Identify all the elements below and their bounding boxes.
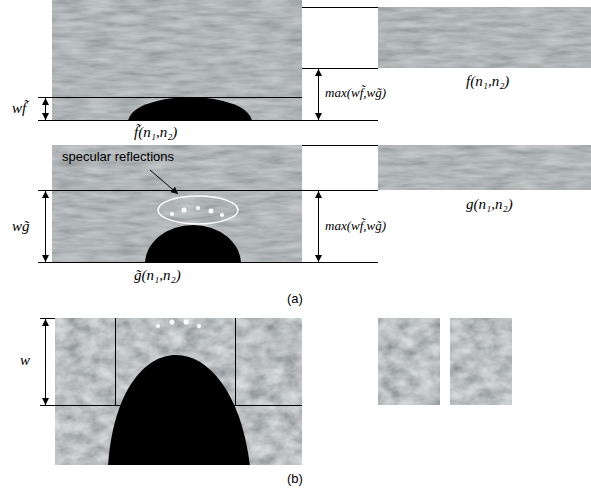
guide-line bbox=[302, 145, 378, 146]
spot bbox=[184, 320, 189, 325]
dimension-label: wf̃ bbox=[12, 100, 26, 117]
block-divider bbox=[115, 318, 116, 405]
fingertip-shape bbox=[145, 225, 241, 262]
finger-image bbox=[55, 318, 302, 466]
specular-spots bbox=[156, 320, 201, 329]
dimension-arrow bbox=[45, 319, 46, 405]
finger-image bbox=[52, 0, 302, 147]
spot bbox=[197, 324, 201, 328]
dimension-arrow bbox=[318, 191, 319, 262]
image-label: g̃(n₁,n₂) bbox=[134, 267, 181, 284]
dimension-label: wg̃ bbox=[12, 218, 30, 235]
image-label: f̃(n₁,n₂) bbox=[134, 124, 177, 141]
image-label: f(n₁,n₂) bbox=[466, 73, 509, 90]
image-texture bbox=[378, 318, 440, 405]
image-ground bbox=[450, 318, 512, 405]
guide-line bbox=[38, 97, 302, 98]
guide-line bbox=[302, 68, 378, 69]
dimension-arrow bbox=[45, 191, 46, 262]
spot bbox=[196, 206, 200, 210]
dimension-arrow bbox=[318, 69, 319, 120]
image-texture bbox=[378, 145, 591, 190]
spot bbox=[170, 320, 175, 325]
guide-line bbox=[40, 318, 55, 319]
guide-line bbox=[40, 405, 302, 406]
spot bbox=[220, 213, 224, 217]
finger-image bbox=[52, 145, 302, 303]
highlight-ellipse bbox=[158, 196, 238, 224]
guide-line bbox=[302, 7, 378, 8]
dimension-label: w bbox=[20, 352, 30, 369]
spot bbox=[156, 324, 160, 328]
crop-image bbox=[378, 145, 591, 190]
specular-spots bbox=[170, 206, 224, 217]
callout-text: specular reflections bbox=[62, 150, 174, 164]
crop-image bbox=[378, 7, 591, 68]
guide-line bbox=[38, 262, 378, 263]
crop-image bbox=[378, 318, 512, 405]
spot bbox=[182, 208, 187, 213]
spot bbox=[209, 209, 214, 214]
guide-lines bbox=[40, 318, 302, 406]
guide-line bbox=[38, 120, 378, 121]
guide-lines bbox=[38, 146, 378, 263]
image-texture bbox=[450, 318, 512, 405]
spot bbox=[170, 212, 174, 216]
guide-line bbox=[302, 190, 378, 191]
image-ground bbox=[55, 318, 302, 465]
image-ground bbox=[378, 7, 591, 68]
image-ground bbox=[378, 145, 591, 190]
image-texture bbox=[378, 7, 591, 68]
guide-lines bbox=[38, 8, 378, 121]
image-ground bbox=[378, 318, 440, 405]
guide-line bbox=[38, 190, 302, 191]
block-divider bbox=[235, 318, 236, 405]
dimension-arrow bbox=[45, 98, 46, 120]
panel-label: (b) bbox=[287, 472, 303, 486]
fingertip-shape bbox=[128, 97, 252, 120]
image-label: g(n₁,n₂) bbox=[466, 196, 513, 213]
fingertip-shape bbox=[108, 355, 250, 465]
dimension-label: max(wf̃,wg̃) bbox=[325, 219, 386, 233]
dimension-label: max(wf̃,wg̃) bbox=[325, 86, 386, 100]
panel-label: (a) bbox=[287, 292, 303, 306]
image-texture bbox=[55, 318, 302, 465]
